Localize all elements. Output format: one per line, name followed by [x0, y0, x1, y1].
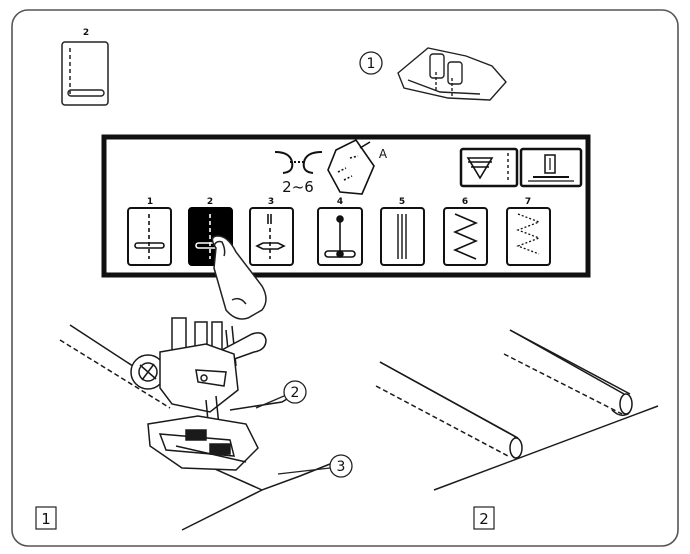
lock-stitch-icon [324, 215, 356, 258]
tension-label: 2~6 [282, 178, 314, 196]
callout-2: 2 [255, 380, 307, 409]
svg-text:3: 3 [337, 459, 346, 475]
figure-2-illustration [375, 329, 659, 491]
svg-text:2: 2 [479, 510, 489, 528]
multi-zigzag-stitch-icon [516, 213, 541, 255]
svg-text:2: 2 [291, 385, 300, 401]
callout-1: 1 [359, 51, 383, 75]
callout-3: 3 [277, 454, 353, 478]
stitch-button-3[interactable]: 3 [249, 197, 294, 266]
stitch-button-7[interactable]: 7 [506, 197, 551, 266]
finger-icon [211, 235, 267, 320]
stitch-button-6[interactable]: 6 [443, 197, 488, 266]
needle-position-icon [459, 147, 519, 188]
foot-letter: A [379, 147, 388, 161]
stitch-button-4[interactable]: 4 [317, 197, 363, 266]
figure-2-label: 2 [473, 506, 495, 530]
svg-text:1: 1 [367, 56, 376, 72]
svg-text:7: 7 [525, 197, 531, 207]
straight-stitch-left-icon [134, 214, 165, 259]
svg-text:5: 5 [399, 197, 405, 207]
svg-text:2: 2 [207, 197, 213, 207]
presser-foot-lift-icon [519, 147, 583, 188]
presser-foot-icon [397, 47, 507, 101]
figure-1-illustration [59, 317, 341, 531]
lcd-panel: 2~6 A 1 [101, 134, 591, 278]
svg-text:4: 4 [337, 197, 343, 207]
foot-type-icon [327, 138, 375, 195]
figure-1-label: 1 [35, 506, 57, 530]
stitch-button-5[interactable]: 5 [380, 197, 425, 266]
svg-text:1: 1 [41, 510, 51, 528]
stitch-indicator-number: 2 [83, 28, 89, 38]
svg-text:6: 6 [462, 197, 468, 207]
triple-stretch-stitch-icon [255, 214, 286, 259]
zigzag-stitch-icon [452, 213, 479, 260]
stitch-indicator: 2 [61, 28, 109, 106]
svg-text:3: 3 [268, 197, 274, 207]
triple-straight-stitch-icon [397, 214, 407, 259]
thread-tension-icon [274, 151, 323, 174]
stitch-button-1[interactable]: 1 [127, 197, 172, 266]
svg-text:1: 1 [147, 197, 153, 207]
